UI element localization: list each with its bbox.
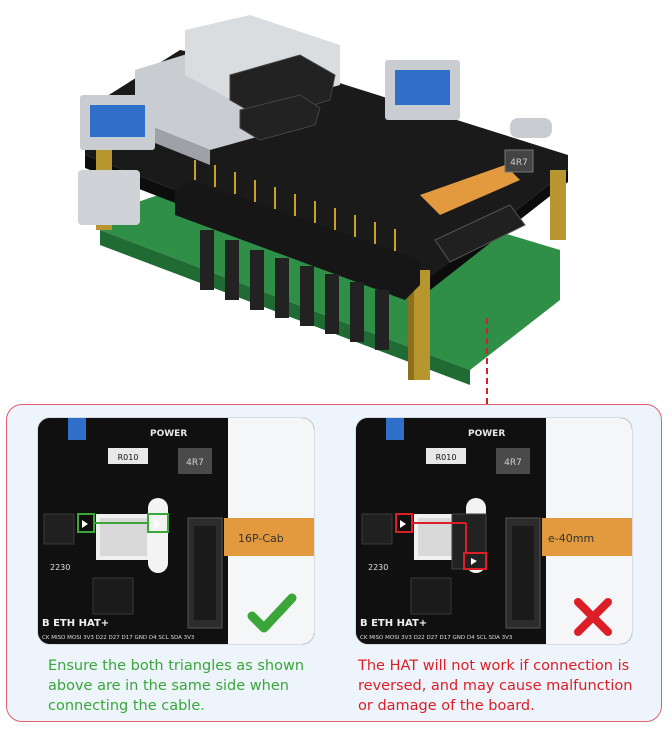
correct-example-card: POWER R010 4R7 2230 16P-Cab B ETH HAT+ C…: [38, 418, 314, 644]
resistor-label: R010: [118, 453, 139, 462]
inductor-label: 4R7: [504, 458, 522, 468]
cable-text: 16P-Cab: [238, 532, 284, 545]
board-label: B ETH HAT+: [360, 618, 427, 629]
pin-labels: CK MISO MOSI 3V3 D22 D27 D17 GND D4 SCL …: [42, 635, 195, 641]
wrong-example-card: POWER R010 4R7 2230 e-40mm B ETH HAT+ CK…: [356, 418, 632, 644]
triangle-highlight-right: [463, 552, 487, 570]
cable-text: e-40mm: [548, 532, 594, 545]
cable: [224, 518, 314, 556]
correct-caption: Ensure the both triangles as shown above…: [48, 658, 305, 714]
cross-icon: [574, 598, 612, 636]
inductor-label: 4R7: [186, 458, 204, 468]
gpio-header: [175, 180, 420, 300]
product-photo: 4R7: [78, 15, 568, 385]
board-label: B ETH HAT+: [42, 618, 109, 629]
pointer-dashed-line: [486, 318, 488, 404]
ffc-cable: [420, 165, 520, 215]
pin-labels: CK MISO MOSI 3V3 D22 D27 D17 GND D4 SCL …: [360, 635, 513, 641]
power-label: POWER: [150, 429, 187, 439]
cable: [542, 518, 632, 556]
photo-inductor-label: 4R7: [510, 158, 528, 168]
power-label: POWER: [468, 429, 505, 439]
wrong-caption: The HAT will not work if connection is r…: [358, 658, 633, 714]
chip-code: 2230: [368, 563, 388, 572]
chip-code: 2230: [50, 563, 70, 572]
resistor-label: R010: [436, 453, 457, 462]
checkmark-icon: [247, 593, 297, 633]
